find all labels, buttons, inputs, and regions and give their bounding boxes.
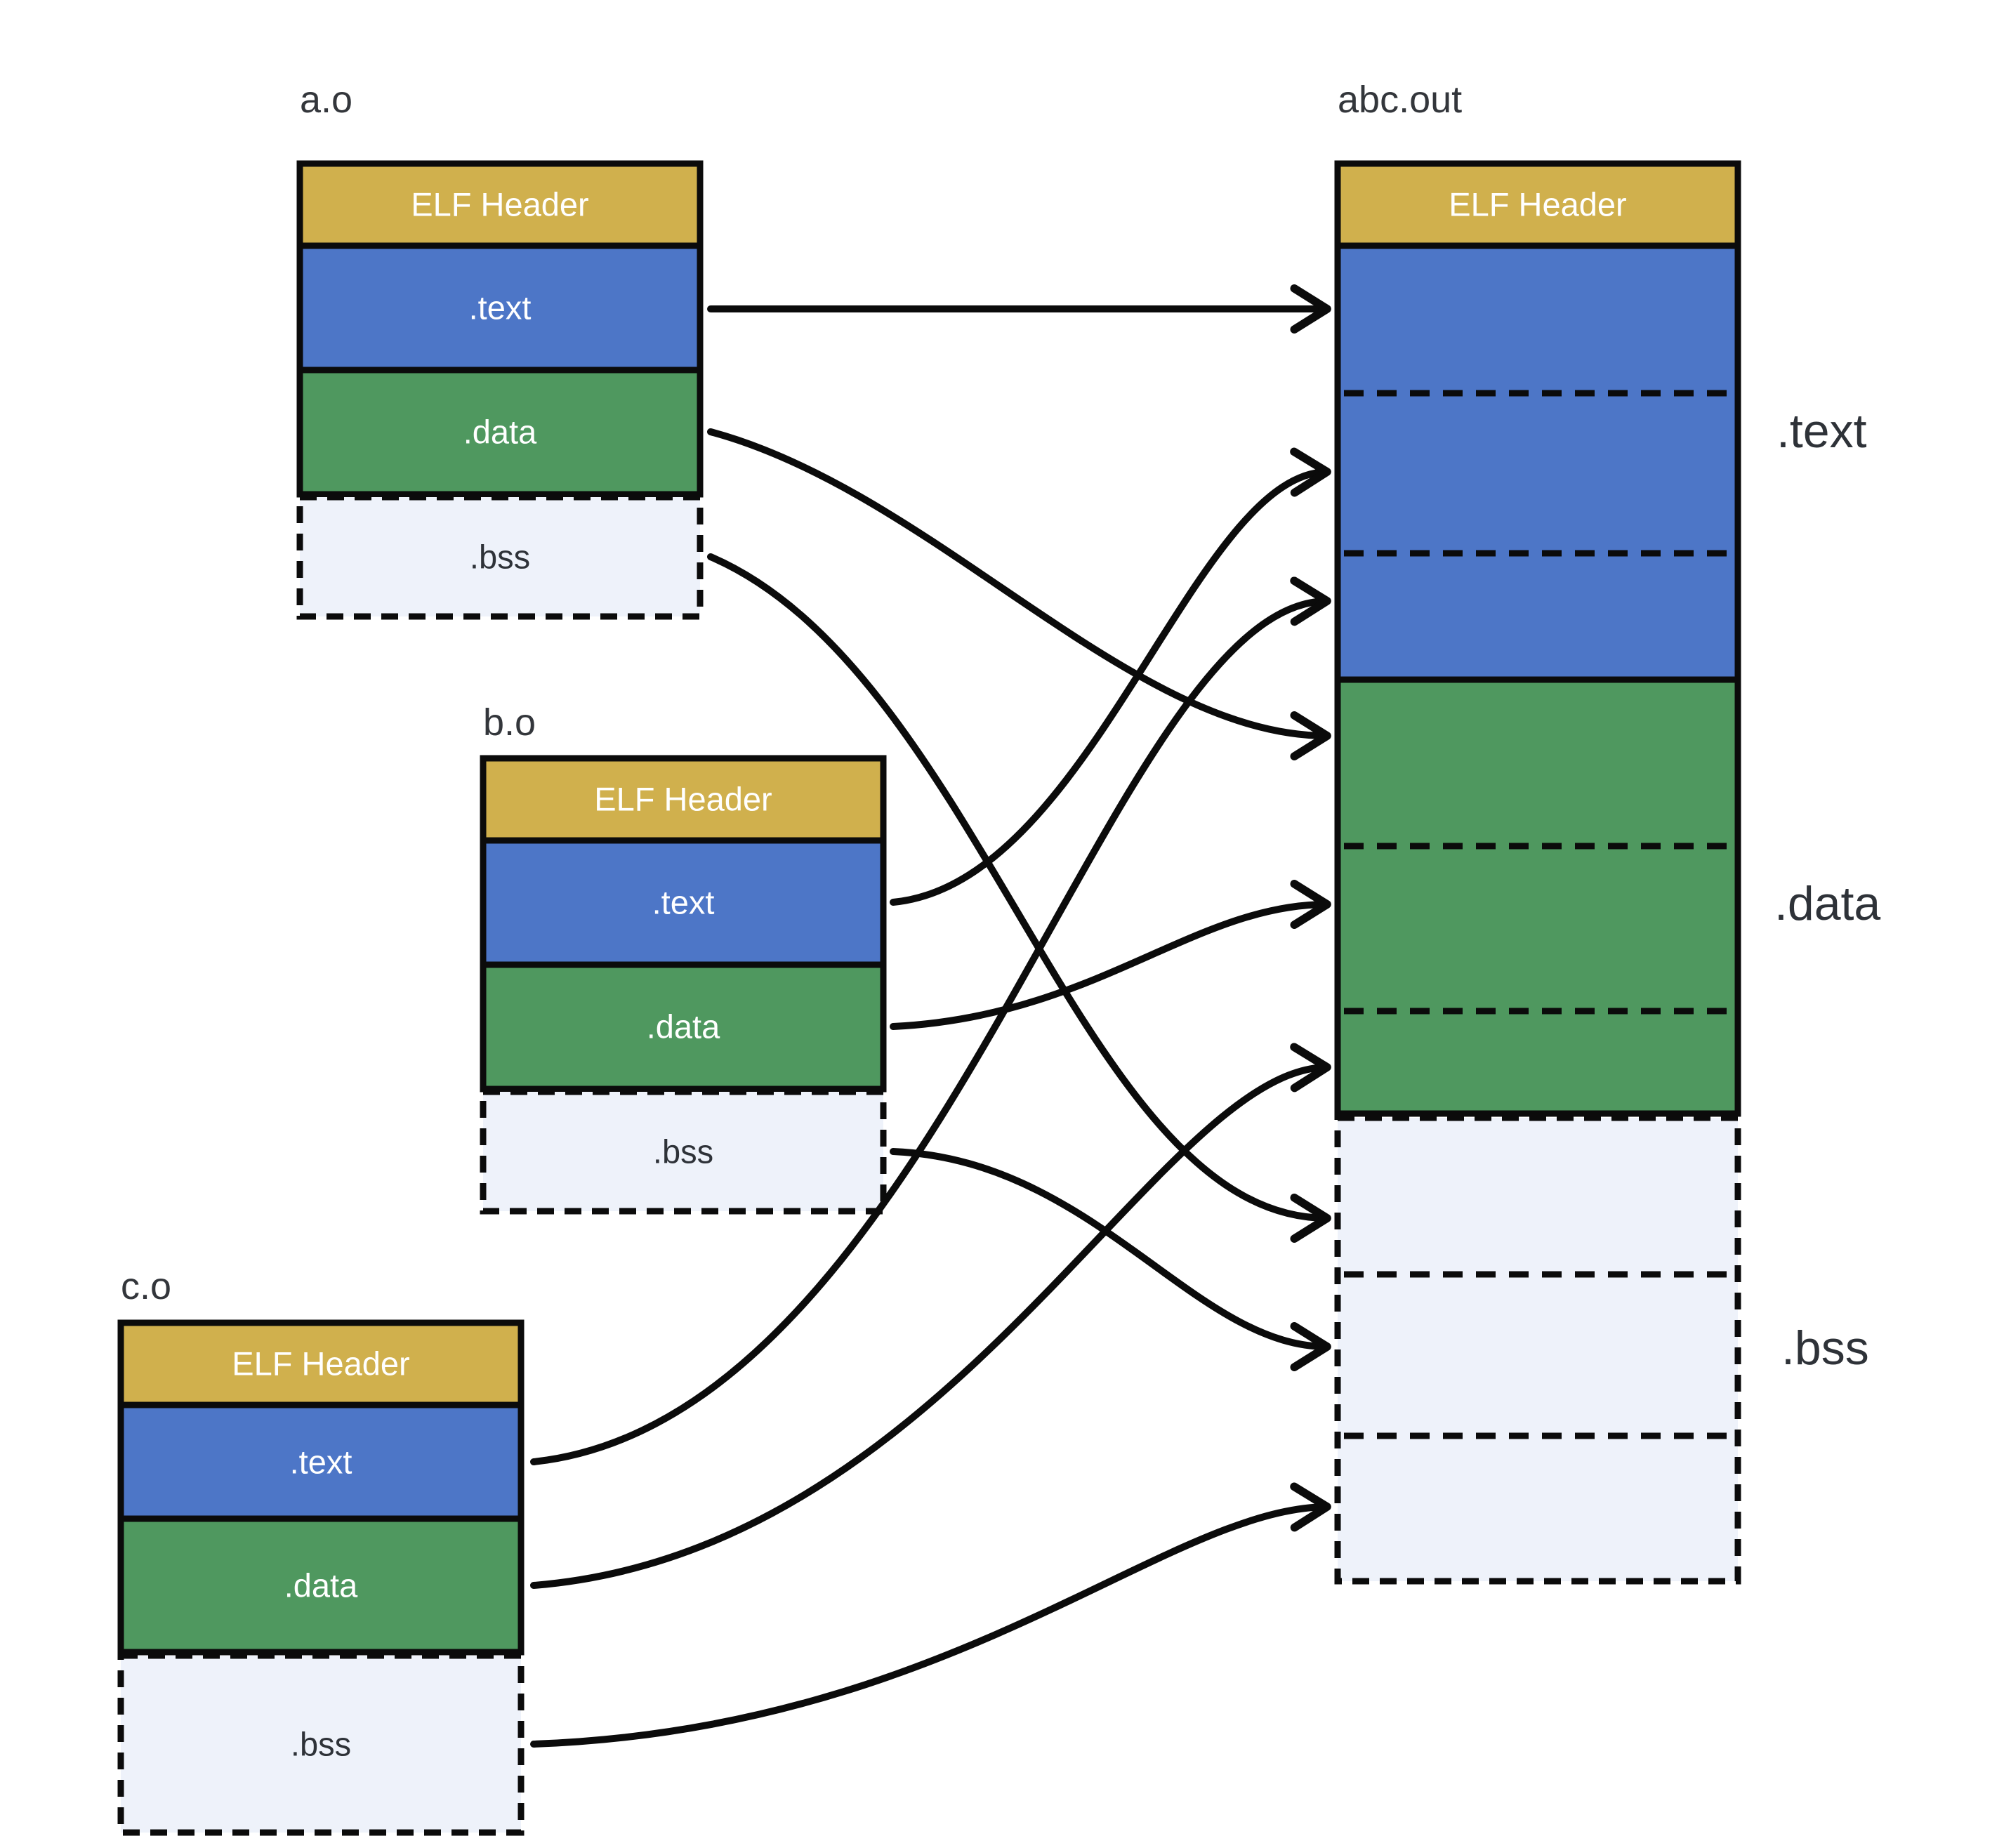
- object-file-b: b.o ELF Header .text .data .bss: [480, 701, 887, 1215]
- file-c-elf-header-band: [117, 1319, 525, 1408]
- output-elf-header-label: ELF Header: [1449, 186, 1626, 223]
- file-c-data-band: [117, 1515, 525, 1656]
- output-bss-region-label: .bss: [1781, 1321, 1869, 1375]
- file-c-text-label: .text: [290, 1444, 352, 1481]
- file-a-elf-header-label: ELF Header: [411, 186, 588, 223]
- file-a-text-label: .text: [469, 289, 532, 326]
- file-a-data-label: .data: [463, 414, 537, 451]
- file-b-bss-label: .bss: [653, 1133, 713, 1170]
- file-b-elf-header-band: [480, 755, 887, 844]
- file-c-title: c.o: [121, 1265, 171, 1307]
- arrow-b-data-to-out-data2: [890, 880, 1331, 1030]
- arrow-a-bss-to-out-bss1: [707, 553, 1331, 1243]
- file-a-bss-band: [296, 494, 704, 620]
- arrow-b-text-to-out-text2: [890, 447, 1331, 906]
- file-c-text-band: [117, 1401, 525, 1522]
- file-a-title: a.o: [300, 79, 352, 121]
- output-bss-region: [1334, 1114, 1741, 1585]
- file-b-title: b.o: [483, 701, 536, 744]
- output-text-region: [1334, 242, 1741, 683]
- arrow-b-bss-to-out-bss2: [890, 1148, 1331, 1371]
- file-b-data-label: .data: [647, 1008, 720, 1045]
- file-c-bss-label: .bss: [291, 1726, 351, 1763]
- link-arrows: [530, 284, 1331, 1748]
- file-c-elf-header-label: ELF Header: [232, 1345, 409, 1382]
- object-file-c: c.o ELF Header .text .data .bss: [117, 1265, 525, 1836]
- output-file-title: abc.out: [1338, 79, 1462, 121]
- arrow-c-text-to-out-text3: [530, 576, 1331, 1465]
- file-b-text-label: .text: [652, 884, 715, 921]
- arrow-c-data-to-out-data3: [530, 1043, 1331, 1589]
- output-data-region-label: .data: [1774, 877, 1880, 930]
- arrow-c-bss-to-out-bss3: [530, 1482, 1331, 1748]
- file-a-bss-label: .bss: [470, 539, 530, 576]
- file-c-data-label: .data: [284, 1567, 358, 1604]
- output-file-abc-out: abc.out ELF Header .text .data .bss: [1334, 79, 1880, 1585]
- file-b-bss-band: [480, 1088, 887, 1215]
- arrow-a-data-to-out-data1: [707, 428, 1331, 760]
- file-b-elf-header-label: ELF Header: [594, 781, 772, 818]
- file-b-text-band: [480, 837, 887, 968]
- file-c-bss-band: [117, 1652, 525, 1836]
- object-file-a: a.o ELF Header .text .data .bss: [296, 79, 704, 620]
- output-elf-header-band: [1334, 160, 1741, 249]
- output-text-region-label: .text: [1776, 404, 1867, 458]
- output-data-region: [1334, 676, 1741, 1117]
